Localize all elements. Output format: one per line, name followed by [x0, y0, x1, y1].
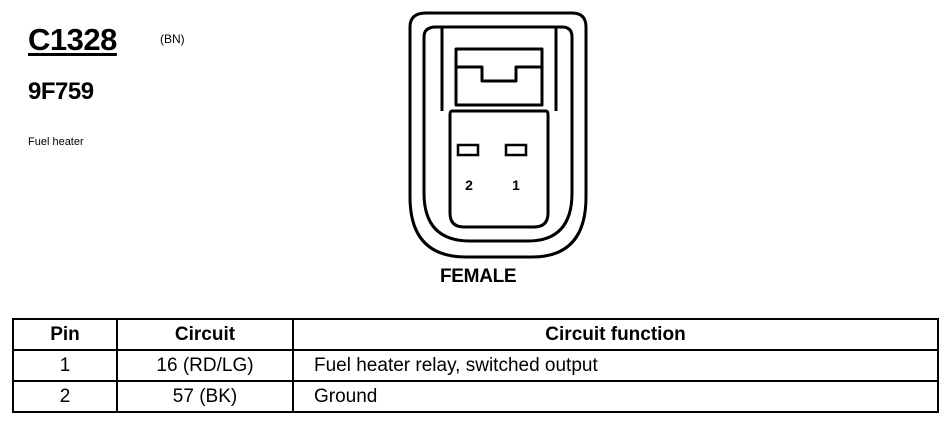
connector-gender-label: FEMALE [440, 266, 517, 287]
color-code: (BN) [160, 32, 185, 46]
connector-housing-inner [422, 25, 574, 243]
locking-tab [454, 47, 544, 107]
connector-description: Fuel heater [28, 136, 84, 148]
pin-table: Pin Circuit Circuit function 1 16 (RD/LG… [12, 318, 939, 413]
table-row: 2 57 (BK) Ground [12, 380, 939, 413]
locking-tab-frame [440, 27, 558, 111]
pin-1-terminal [504, 143, 528, 157]
pin-2-label: 2 [465, 177, 473, 193]
pin-2-terminal [456, 143, 480, 157]
connector-housing-outline [408, 11, 588, 259]
part-number: 9F759 [28, 78, 94, 105]
connector-face-diagram: 2 1 [408, 11, 588, 259]
header-pin: Pin [12, 318, 118, 351]
pin-1-label: 1 [512, 177, 520, 193]
locking-tab-notch [456, 65, 542, 83]
cell-pin: 1 [12, 349, 118, 382]
header-circuit-function: Circuit function [292, 318, 939, 351]
header-circuit: Circuit [116, 318, 294, 351]
terminal-block [448, 109, 550, 229]
table-header-row: Pin Circuit Circuit function [12, 318, 939, 351]
connector-id: C1328 [28, 22, 117, 57]
cell-circuit-function: Fuel heater relay, switched output [292, 349, 939, 382]
cell-circuit: 16 (RD/LG) [116, 349, 294, 382]
cell-circuit-function: Ground [292, 380, 939, 413]
cell-circuit: 57 (BK) [116, 380, 294, 413]
cell-pin: 2 [12, 380, 118, 413]
table-row: 1 16 (RD/LG) Fuel heater relay, switched… [12, 349, 939, 382]
